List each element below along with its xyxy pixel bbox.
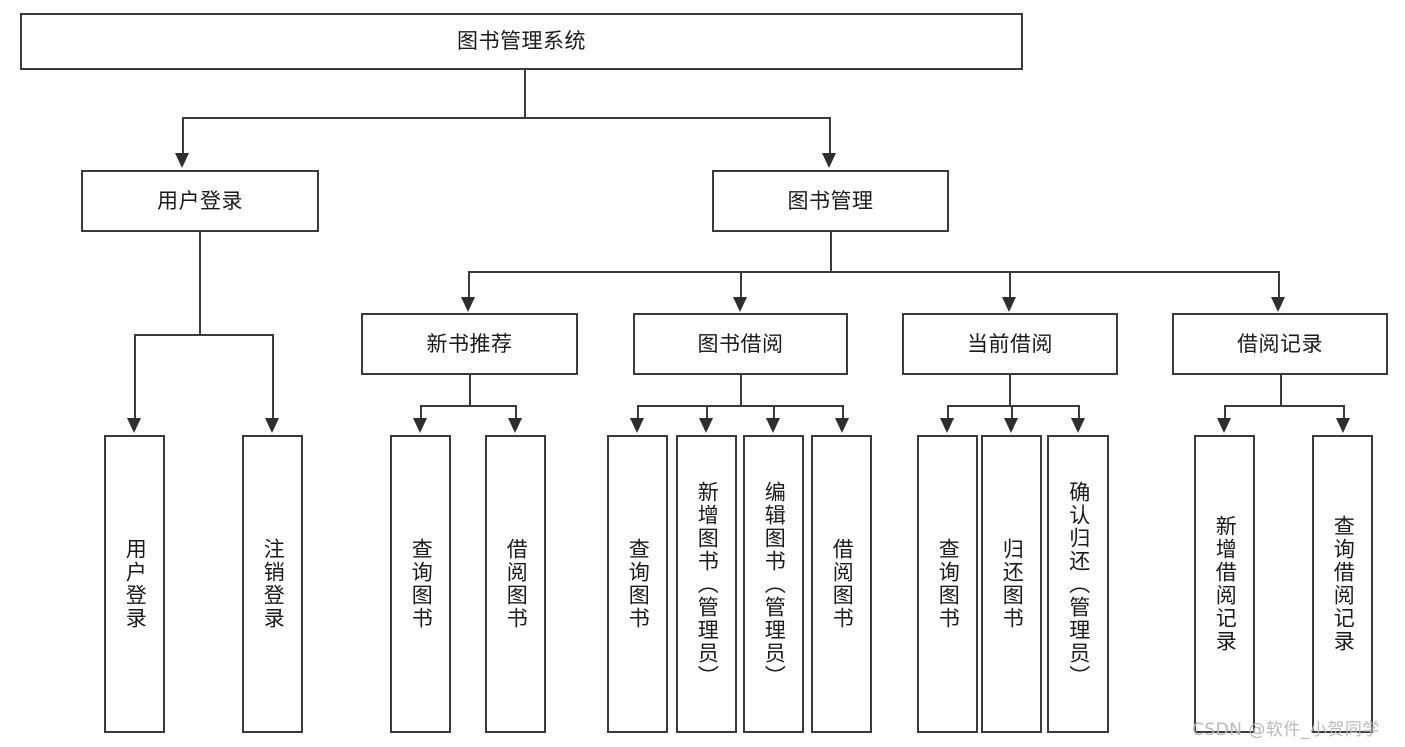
- node-label: 编辑图书（管理员）: [762, 480, 787, 688]
- node-label: 查询图书: [409, 538, 434, 630]
- arrow-cb-to-leaf-3: [1071, 418, 1085, 433]
- arrow-br-to-leaf-1: [1217, 418, 1231, 433]
- leaf-borrow-add-book-admin[interactable]: 新增图书（管理员）: [676, 435, 737, 733]
- connector-book-management-bus: [468, 271, 1278, 273]
- connector-current-borrow-stem: [1009, 375, 1011, 405]
- leaf-recommend-borrow-book[interactable]: 借阅图书: [485, 435, 546, 733]
- node-label: 图书管理: [787, 188, 874, 213]
- arrow-bb-to-leaf-4: [835, 418, 849, 433]
- leaf-recommend-query-book[interactable]: 查询图书: [390, 435, 451, 733]
- connector-borrow-record-stem: [1280, 375, 1282, 405]
- connector-user-login-to-leaf-1: [134, 334, 136, 420]
- connector-root-to-user-login: [182, 117, 184, 155]
- leaf-record-query-borrow-record[interactable]: 查询借阅记录: [1312, 435, 1373, 733]
- node-label: 查询图书: [936, 538, 961, 630]
- node-label: 用户登录: [123, 538, 148, 630]
- arrow-br-to-leaf-2: [1336, 418, 1350, 433]
- connector-new-book-stem: [469, 375, 471, 405]
- arrow-root-to-book-management: [822, 153, 836, 168]
- arrow-bm-to-current-borrow: [1002, 297, 1016, 312]
- connector-bb-to-leaf-2: [706, 405, 708, 420]
- node-label: 借阅记录: [1237, 331, 1323, 356]
- arrow-nb-to-leaf-1: [413, 418, 427, 433]
- node-book-management[interactable]: 图书管理: [712, 170, 949, 232]
- leaf-record-add-borrow-record[interactable]: 新增借阅记录: [1194, 435, 1255, 733]
- node-label: 查询借阅记录: [1331, 515, 1356, 653]
- connector-bb-to-leaf-1: [637, 405, 639, 420]
- connector-nb-to-leaf-2: [515, 405, 517, 420]
- arrow-bm-to-borrow-record: [1271, 297, 1285, 312]
- arrow-bb-to-leaf-2: [699, 418, 713, 433]
- arrow-root-to-user-login: [175, 153, 189, 168]
- connector-cb-to-leaf-1: [947, 405, 949, 420]
- node-label: 图书管理系统: [457, 29, 586, 54]
- connector-root-bus: [182, 117, 829, 119]
- connector-new-book-bus: [420, 405, 515, 407]
- node-user-login[interactable]: 用户登录: [81, 170, 319, 232]
- connector-bm-to-new-book: [468, 271, 470, 299]
- node-label: 图书借阅: [697, 331, 784, 356]
- connector-br-to-leaf-1: [1224, 405, 1226, 420]
- connector-bm-to-borrow-record: [1278, 271, 1280, 299]
- connector-book-borrow-bus: [637, 405, 842, 407]
- connector-cb-to-leaf-3: [1078, 405, 1080, 420]
- connector-root-to-book-management: [829, 117, 831, 155]
- connector-book-management-stem: [830, 232, 832, 271]
- node-label: 用户登录: [157, 188, 243, 213]
- connector-bb-to-leaf-4: [842, 405, 844, 420]
- node-label: 借阅图书: [504, 538, 529, 630]
- connector-nb-to-leaf-1: [420, 405, 422, 420]
- leaf-logout[interactable]: 注销登录: [242, 435, 303, 733]
- connector-bb-to-leaf-3: [773, 405, 775, 420]
- connector-cb-to-leaf-2: [1011, 405, 1013, 420]
- arrow-user-login-to-leaf-1: [127, 418, 141, 433]
- arrow-bm-to-book-borrow: [733, 297, 747, 312]
- arrow-cb-to-leaf-1: [940, 418, 954, 433]
- leaf-borrow-query-book[interactable]: 查询图书: [607, 435, 668, 733]
- node-label: 借阅图书: [830, 538, 855, 630]
- arrow-user-login-to-leaf-2: [265, 418, 279, 433]
- node-label: 归还图书: [1000, 538, 1025, 630]
- connector-root-stem: [524, 70, 526, 118]
- arrow-cb-to-leaf-2: [1004, 418, 1018, 433]
- node-root-book-management-system[interactable]: 图书管理系统: [20, 13, 1023, 70]
- node-label: 新增图书（管理员）: [695, 480, 720, 688]
- leaf-current-return-book[interactable]: 归还图书: [981, 435, 1042, 733]
- arrow-nb-to-leaf-2: [508, 418, 522, 433]
- arrow-bb-to-leaf-1: [630, 418, 644, 433]
- connector-book-borrow-stem: [740, 375, 742, 405]
- leaf-user-login[interactable]: 用户登录: [104, 435, 165, 733]
- node-label: 确认归还（管理员）: [1066, 480, 1091, 688]
- node-label: 新增借阅记录: [1213, 515, 1238, 653]
- node-current-borrow[interactable]: 当前借阅: [902, 313, 1118, 375]
- node-label: 当前借阅: [967, 331, 1053, 356]
- connector-user-login-bus: [134, 334, 273, 336]
- connector-user-login-to-leaf-2: [272, 334, 274, 420]
- node-label: 新书推荐: [426, 331, 513, 356]
- node-new-book-recommend[interactable]: 新书推荐: [361, 313, 578, 375]
- connector-bm-to-book-borrow: [740, 271, 742, 299]
- node-book-borrow[interactable]: 图书借阅: [633, 313, 848, 375]
- connector-bm-to-current-borrow: [1009, 271, 1011, 299]
- leaf-current-confirm-return-admin[interactable]: 确认归还（管理员）: [1047, 435, 1109, 733]
- arrow-bm-to-new-book: [461, 297, 475, 312]
- leaf-borrow-edit-book-admin[interactable]: 编辑图书（管理员）: [743, 435, 804, 733]
- node-borrow-record[interactable]: 借阅记录: [1172, 313, 1388, 375]
- connector-br-to-leaf-2: [1343, 405, 1345, 420]
- arrow-bb-to-leaf-3: [766, 418, 780, 433]
- node-label: 注销登录: [261, 538, 286, 630]
- node-label: 查询图书: [626, 538, 651, 630]
- connector-borrow-record-bus: [1224, 405, 1343, 407]
- connector-user-login-stem: [199, 232, 201, 334]
- leaf-borrow-borrow-book[interactable]: 借阅图书: [811, 435, 872, 733]
- csdn-watermark: CSDN @软件_小贺同学: [1192, 720, 1380, 740]
- leaf-current-query-book[interactable]: 查询图书: [917, 435, 978, 733]
